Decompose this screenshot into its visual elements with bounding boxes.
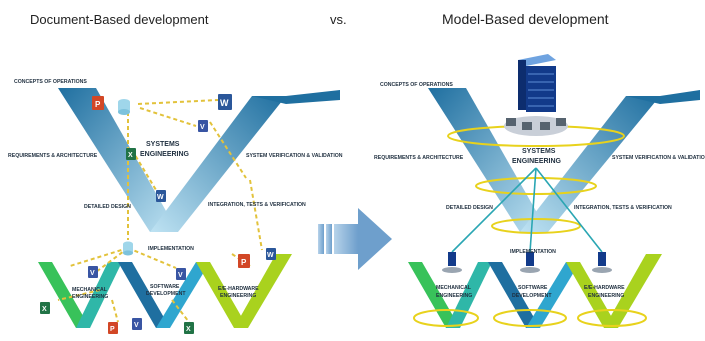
- right-label-soft-2: DEVELOPMENT: [512, 293, 552, 299]
- left-mech-v: [38, 262, 90, 328]
- left-soft-v: [118, 262, 170, 328]
- svg-text:V: V: [200, 124, 205, 131]
- svg-text:W: W: [220, 98, 229, 108]
- svg-text:V: V: [178, 272, 183, 279]
- right-label-mech-2: ENGINEERING: [436, 293, 472, 299]
- workstation-icon: [592, 252, 612, 273]
- right-mech-v: [408, 262, 460, 328]
- left-v-diagram: P W V X W P W V V X P V X CONCEPTS OF OP…: [8, 79, 343, 334]
- left-v-right-arm: [150, 96, 286, 232]
- visio-icon: V: [88, 266, 98, 278]
- right-label-integration: INTEGRATION, TESTS & VERIFICATION: [574, 205, 672, 211]
- visio-icon: V: [198, 120, 208, 132]
- vs-label: vs.: [330, 12, 347, 27]
- svg-text:X: X: [42, 306, 47, 313]
- right-soft-v2: [526, 262, 580, 328]
- left-label-verification: SYSTEM VERIFICATION & VALIDATION: [246, 153, 343, 159]
- left-title: Document-Based development: [30, 12, 209, 27]
- right-label-verification: SYSTEM VERIFICATION & VALIDATION: [612, 155, 705, 161]
- left-label-integration: INTEGRATION, TESTS & VERIFICATION: [208, 202, 306, 208]
- svg-text:P: P: [110, 326, 115, 333]
- left-ee-v: [196, 262, 248, 328]
- right-v-right-arm: [520, 96, 660, 232]
- left-label-ee-1: E/E-HARDWARE: [218, 286, 259, 292]
- visio-icon: V: [176, 268, 186, 280]
- left-label-requirements: REQUIREMENTS & ARCHITECTURE: [8, 153, 98, 159]
- svg-text:V: V: [90, 270, 95, 277]
- word-icon: W: [156, 190, 166, 202]
- right-label-requirements: REQUIREMENTS & ARCHITECTURE: [374, 155, 464, 161]
- right-label-ee-2: ENGINEERING: [588, 293, 624, 299]
- left-mech-v2: [76, 262, 122, 328]
- svg-text:W: W: [267, 252, 274, 259]
- right-label-mech-1: MECHANICAL: [436, 285, 472, 291]
- left-ee-v2: [234, 254, 292, 328]
- right-label-implementation: IMPLEMENTATION: [510, 249, 556, 255]
- workstation-icon: [504, 116, 568, 136]
- svg-text:X: X: [186, 326, 191, 333]
- right-title: Model-Based development: [442, 11, 609, 27]
- powerpoint-icon: P: [108, 322, 118, 334]
- svg-text:P: P: [241, 258, 247, 267]
- right-ee-v2: [604, 254, 662, 328]
- word-icon: W: [218, 94, 232, 110]
- svg-text:W: W: [157, 194, 164, 201]
- right-label-engineering: ENGINEERING: [512, 158, 562, 165]
- left-label-mech-2: ENGINEERING: [72, 294, 108, 300]
- left-label-engineering: ENGINEERING: [140, 151, 190, 158]
- right-v-top-bar: [626, 90, 700, 104]
- left-label-soft-1: SOFTWARE: [150, 284, 180, 290]
- left-v-top-bar: [252, 90, 340, 104]
- workstation-icon: [442, 252, 462, 273]
- left-label-systems: SYSTEMS: [146, 141, 180, 148]
- left-soft-v2: [156, 262, 210, 328]
- left-label-mech-1: MECHANICAL: [72, 287, 108, 293]
- powerpoint-icon: P: [92, 96, 104, 110]
- database-icon: [123, 241, 133, 256]
- word-icon: W: [266, 248, 276, 260]
- right-soft-v: [488, 262, 540, 328]
- excel-icon: X: [126, 148, 136, 160]
- excel-icon: X: [40, 302, 50, 314]
- left-label-ee-2: ENGINEERING: [220, 293, 256, 299]
- right-v-diagram: CONCEPTS OF OPERATIONS REQUIREMENTS & AR…: [374, 54, 705, 328]
- left-label-detailed: DETAILED DESIGN: [84, 204, 131, 210]
- left-label-implementation: IMPLEMENTATION: [148, 246, 194, 252]
- right-label-systems: SYSTEMS: [522, 148, 556, 155]
- right-ee-v: [566, 262, 618, 328]
- svg-text:X: X: [128, 152, 133, 159]
- database-icon: [118, 99, 130, 115]
- visio-icon: V: [132, 318, 142, 330]
- left-label-soft-2: DEVELOPMENT: [146, 291, 186, 297]
- right-v-left-arm: [428, 88, 548, 232]
- right-label-soft-1: SOFTWARE: [518, 285, 548, 291]
- right-label-detailed: DETAILED DESIGN: [446, 205, 493, 211]
- transition-arrow: [318, 208, 392, 270]
- workstation-icon: [520, 252, 540, 273]
- svg-text:P: P: [95, 100, 101, 109]
- left-label-concepts: CONCEPTS OF OPERATIONS: [14, 79, 87, 85]
- right-label-ee-1: E/E-HARDWARE: [584, 285, 625, 291]
- svg-text:V: V: [134, 322, 139, 329]
- server-icon: [518, 54, 556, 112]
- right-label-concepts: CONCEPTS OF OPERATIONS: [380, 82, 453, 88]
- powerpoint-icon: P: [238, 254, 250, 268]
- excel-icon: X: [184, 322, 194, 334]
- left-v-left-arm: [58, 88, 178, 232]
